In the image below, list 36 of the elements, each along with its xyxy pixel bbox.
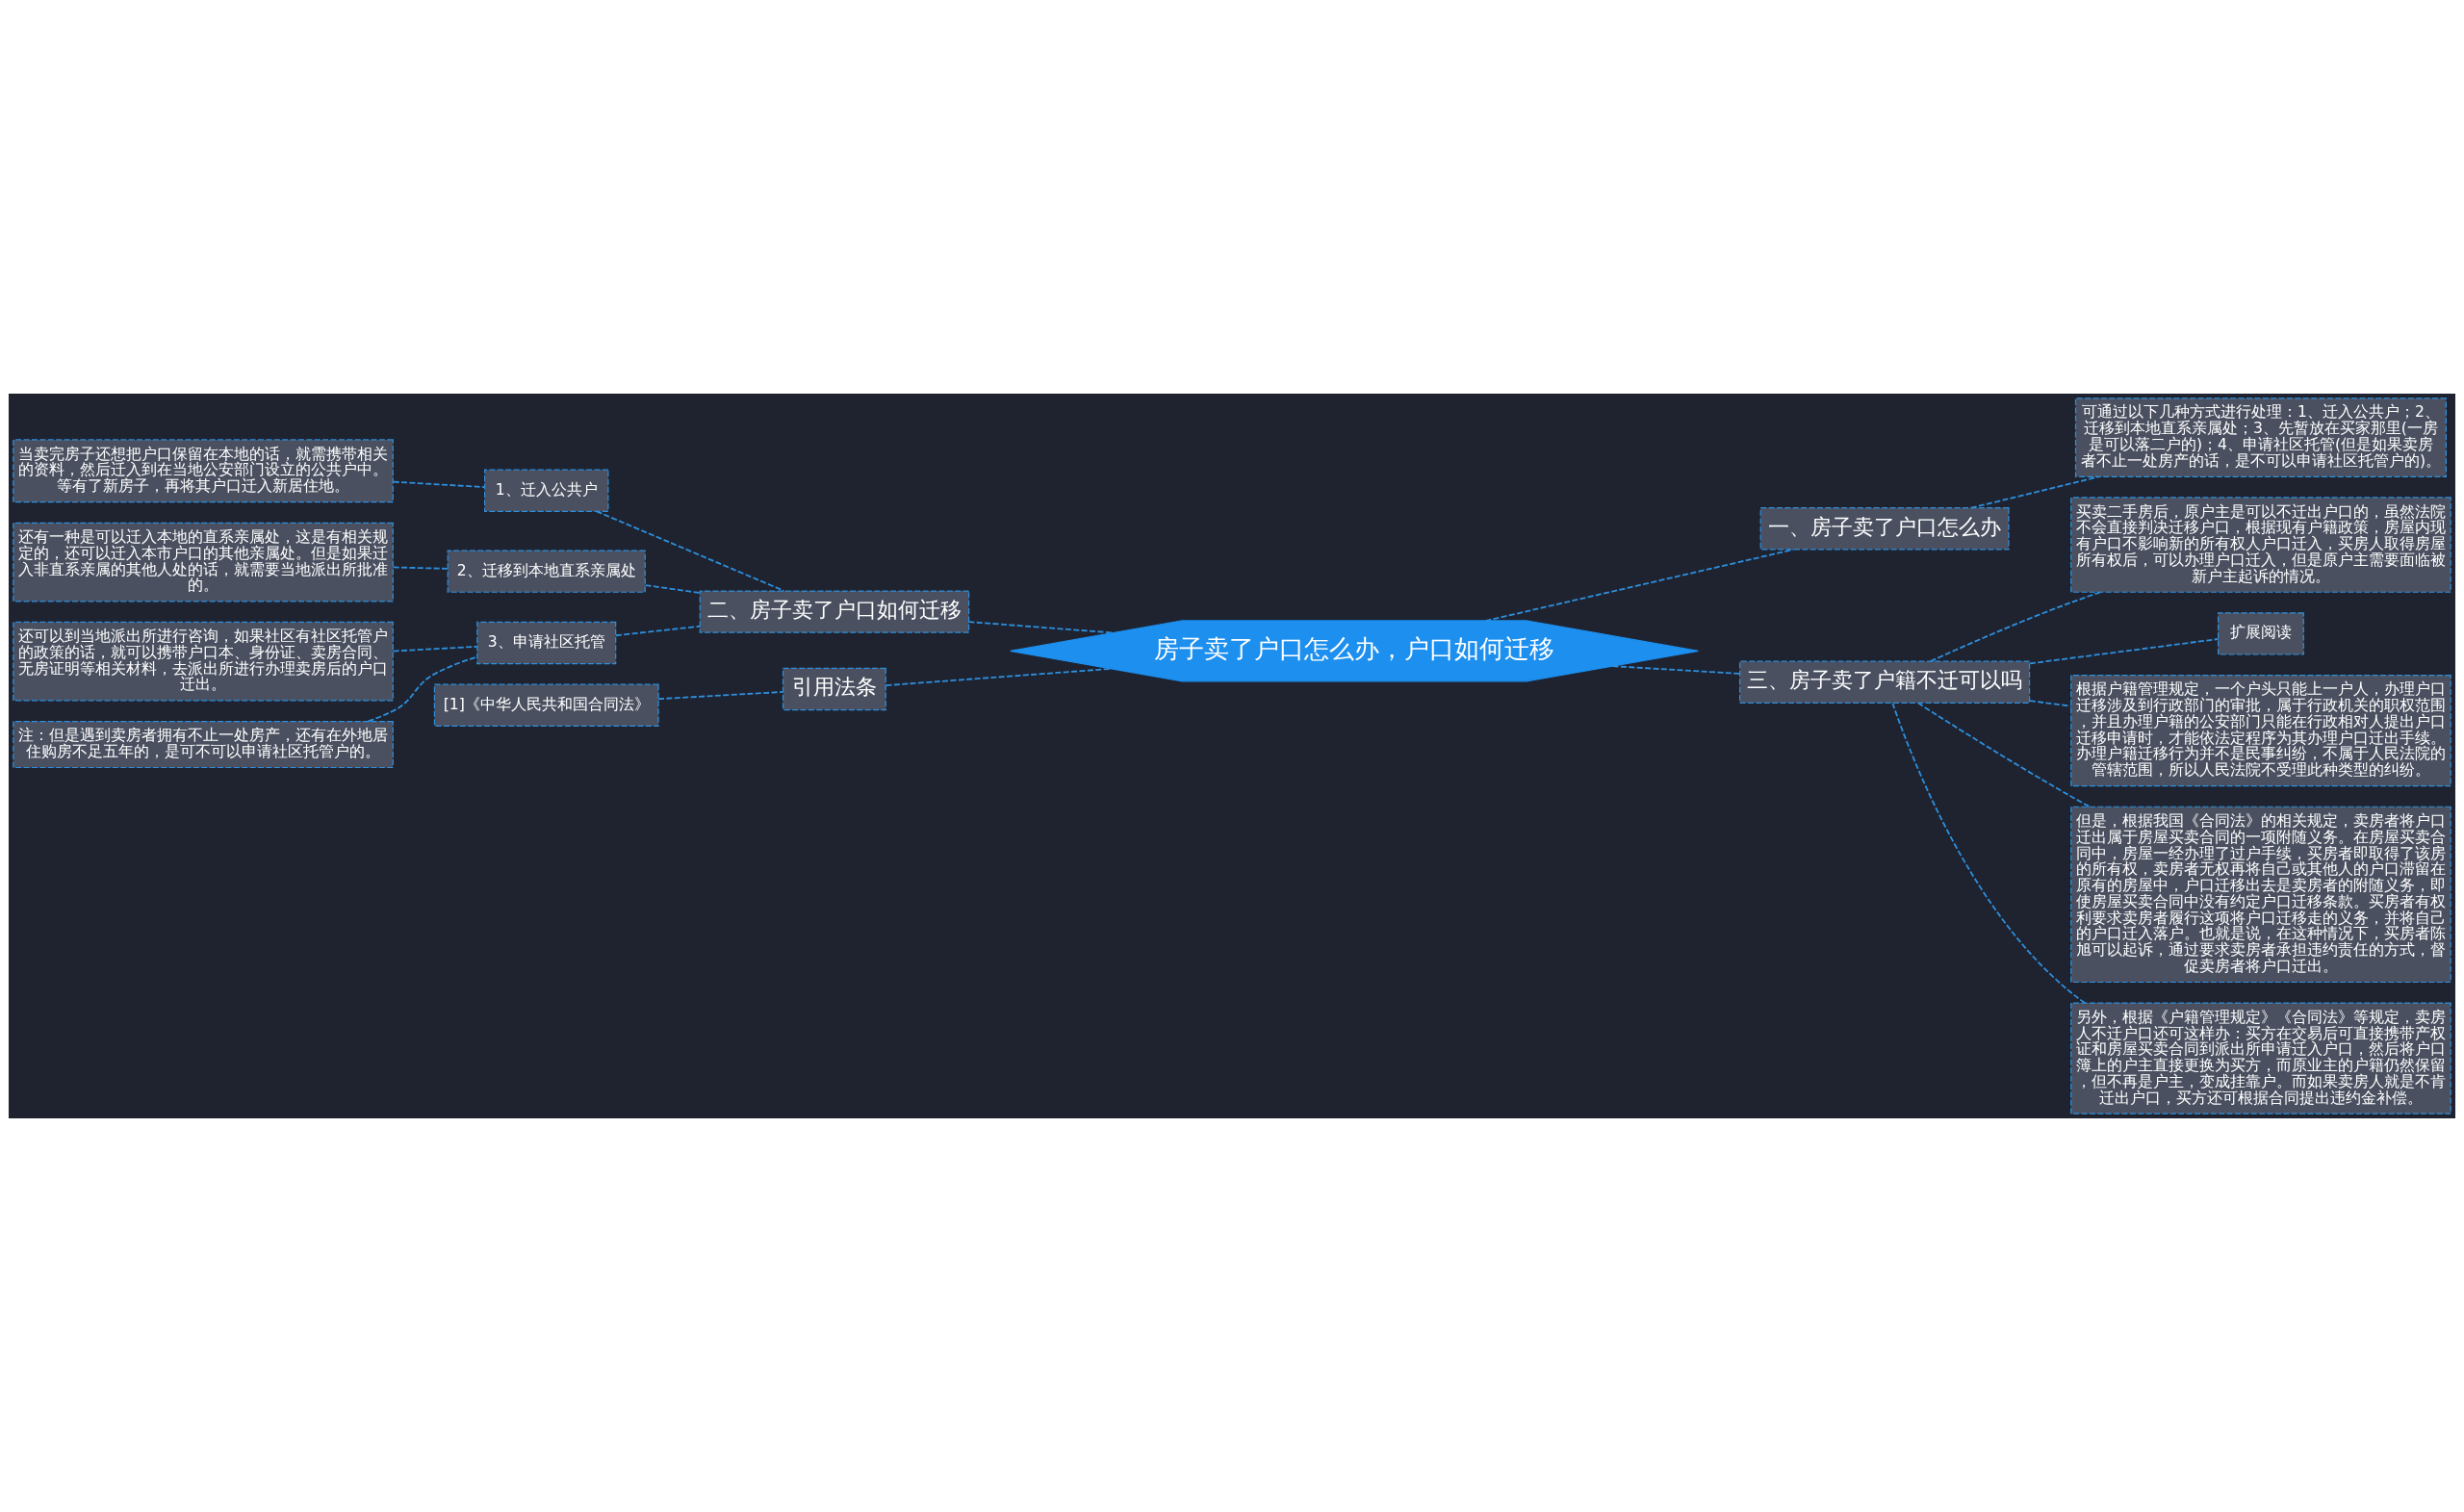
node-box: 2、迁移到本地直系亲属处 <box>447 550 646 593</box>
node-box: 扩展阅读 <box>2218 612 2304 655</box>
connector <box>392 566 449 570</box>
node-box: 但是，根据我国《合同法》的相关规定，卖房者将户口迁出属于房屋买卖合同的一项附随义务。在房屋买卖合同中，房屋一经办理了过户手续，买房者即取得了该房的所有权，卖房者无权再将自己或其他人的户口滞留在原有的房屋中，户口迁移出去是卖房者的附随义务，即使房屋买卖合同中没有约定户口迁移条款。买房者有权利要求卖房者履行这项将户口迁移走的义务，并将自己的户口迁入落户。也就是说，在这种情况下，买房者陈旭可以起诉，通过要求卖房者承担违约责任的方式，督促卖房者将户口迁出。 <box>2070 806 2451 984</box>
connector <box>644 584 701 594</box>
node-box: 1、迁入公共户 <box>484 469 609 512</box>
node-box: 三、房子卖了户籍不迁可以吗 <box>1739 660 2031 704</box>
connector <box>392 645 478 653</box>
connector <box>367 655 478 723</box>
connector <box>967 621 1115 634</box>
connector <box>1929 591 2101 662</box>
connector <box>1484 549 1795 622</box>
connector <box>615 625 702 637</box>
node-box: 根据户籍管理规定，一个户头只能上一户人，办理户口迁移涉及到行政部门的审批，属于行政机关的职权范围，并且办理户籍的公安部门只能在行政相对人提出户口迁移申请时，才能依法定程序为其办理户口迁出手续。办理户籍迁移行为并不是民事纠纷，不属于人民法院的管辖范围，所以人民法院不受理此种类型的纠纷。 <box>2070 674 2451 787</box>
node-box: 3、申请社区托管 <box>476 621 617 665</box>
node-box: 另外，根据《户籍管理规定》《合同法》等规定，卖房人不迁户口还可这样办：买方在交易后可直接携带产权证和房屋买卖合同到派出所申请迁入户口，然后将户口簿上的户主直接更换为买方，而原业主的户籍仍然保留，但不再是户主，变成挂靠户。而如果卖房人就是不肯迁出户口，买方还可根据合同提出违约金补偿。 <box>2070 1002 2451 1115</box>
connector <box>392 480 486 488</box>
node-box: 注：但是遇到卖房者拥有不止一处房产，还有在外地居住购房不足五年的，是可不可以申请社区托管户的。 <box>13 720 394 769</box>
connector <box>1917 702 2091 807</box>
connector <box>2029 700 2072 707</box>
node-box: 可通过以下几种方式进行处理：1、迁入公共户；2、迁移到本地直系亲属处；3、先暂放在买家那里(一房是可以落二户的)；4、申请社区托管(但是如果卖房者不止一处房产的话，是不可以申请社区托管户的)。 <box>2074 397 2447 477</box>
connector <box>1970 475 2100 509</box>
node-box: 二、房子卖了户口如何迁移 <box>699 590 970 633</box>
node-box: 当卖完房子还想把户口保留在本地的话，就需携带相关的资料，然后迁入到在当地公安部门设立的公共户中。等有了新房子，再将其户口迁入新居住地。 <box>13 439 394 503</box>
node-box: 还可以到当地派出所进行咨询，如果社区有社区托管户的政策的话，就可以携带户口本、身份证、卖房合同、无房证明等相关材料，去派出所进行办理卖房后的户口迁出。 <box>13 621 394 702</box>
connector <box>2029 638 2220 665</box>
connector <box>657 691 784 701</box>
node-box: [1]《中华人民共和国合同法》 <box>433 683 659 727</box>
connector <box>1891 702 2087 1004</box>
node-box: 买卖二手房后，原户主是可以不迁出户口的，虽然法院不会直接判决迁移户口，根据现有户籍政策，房屋内现有户口不影响新的所有权人户口迁入，买房人取得房屋所有权后，可以办理户口迁入，但是原户主需要面临被新户主起诉的情况。 <box>2070 497 2451 593</box>
connector <box>596 510 785 592</box>
node-box: 还有一种是可以迁入本地的直系亲属处，这是有相关规定的，还可以迁入本市户口的其他亲属处。但是如果迁入非直系亲属的其他人处的话，就需要当地派出所批准的。 <box>13 522 394 602</box>
node-box: 一、房子卖了户口怎么办 <box>1759 507 2010 551</box>
connector <box>885 668 1113 686</box>
connector <box>1611 665 1741 675</box>
node-box: 引用法条 <box>782 667 886 711</box>
